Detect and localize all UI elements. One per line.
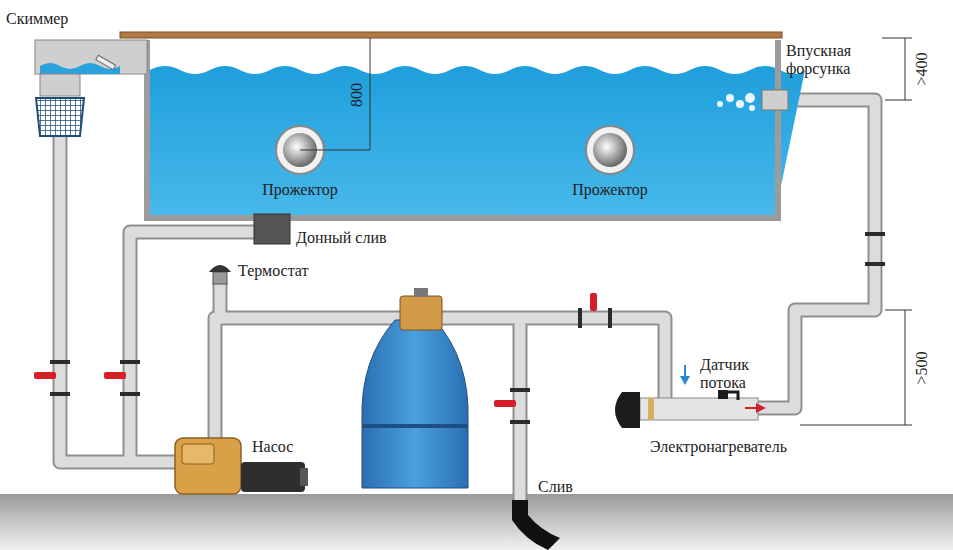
union <box>865 262 885 266</box>
skimmer <box>35 40 147 136</box>
part-label: Скиммер <box>6 10 68 28</box>
union <box>510 388 530 392</box>
water <box>150 66 805 215</box>
ground <box>0 494 953 550</box>
filter-tank <box>362 320 468 488</box>
valve-handle <box>494 400 516 407</box>
part-label: 800 <box>348 83 366 107</box>
heater-body <box>640 398 758 420</box>
deck <box>120 32 782 38</box>
union <box>510 420 530 424</box>
valve-handle <box>34 372 56 379</box>
bubble <box>736 100 744 108</box>
union <box>120 360 140 364</box>
pump-lid <box>182 444 214 464</box>
part-label: >400 <box>913 52 931 85</box>
skimmer-body <box>35 40 147 74</box>
skimmer-flap <box>96 55 116 69</box>
pool <box>120 32 805 218</box>
dimension-line <box>905 310 906 425</box>
thermostat <box>209 265 231 284</box>
extension-line <box>885 100 912 101</box>
flow-sensor-cable <box>728 392 738 400</box>
dimension-500 <box>800 310 912 425</box>
dimension-400 <box>882 38 912 100</box>
part-label: Прожектор <box>262 181 337 199</box>
pump-motor <box>241 462 305 492</box>
heater-cap <box>615 392 640 428</box>
light-lens <box>593 133 627 167</box>
filter-seam <box>362 424 468 428</box>
nozzle-body <box>762 90 788 110</box>
pump-body <box>175 438 241 494</box>
part-label: Насос <box>252 438 293 456</box>
thermostat-head <box>209 265 231 272</box>
motor-cap <box>300 468 308 486</box>
part-label: Датчик потока <box>700 356 772 393</box>
pool-wall <box>147 40 778 218</box>
dimension-line <box>905 38 906 100</box>
heat-arrow-head <box>756 403 766 413</box>
valves <box>34 293 597 407</box>
multiport-valve <box>400 296 442 330</box>
union <box>50 392 70 396</box>
part-label: >500 <box>913 351 931 384</box>
part-label: Прожектор <box>572 181 647 199</box>
union <box>50 360 70 364</box>
bubble <box>726 94 734 102</box>
bubble <box>717 101 723 107</box>
heater-band <box>648 398 654 420</box>
part-label: Электронагреватель <box>650 438 787 456</box>
dimension-800 <box>300 38 370 150</box>
part-label: Донный слив <box>296 229 387 247</box>
dimension-line <box>370 38 371 150</box>
inlet-nozzle <box>717 90 788 111</box>
extension-line <box>882 38 912 39</box>
bottom-drain <box>254 214 290 244</box>
bubble <box>745 93 755 103</box>
valve-handle <box>590 293 597 311</box>
bubble <box>749 105 755 111</box>
drain-outlet <box>512 500 560 550</box>
extension-line <box>800 425 912 426</box>
part-label: Слив <box>538 478 573 496</box>
flow-arrow-head <box>680 376 690 385</box>
leader-line <box>300 150 370 151</box>
valve-handle <box>104 372 126 379</box>
valve-knob <box>414 288 428 297</box>
union <box>865 232 885 236</box>
union <box>120 392 140 396</box>
extension-line <box>885 310 912 311</box>
skimmer-basket <box>36 98 84 136</box>
part-label: Впускная форсунка <box>786 42 886 79</box>
union <box>578 308 582 328</box>
pump <box>175 438 308 494</box>
skimmer-well <box>40 74 80 96</box>
light-rim <box>586 126 634 174</box>
lights <box>276 126 634 174</box>
union <box>608 308 612 328</box>
sand-filter <box>362 288 468 488</box>
part-label: Термостат <box>238 262 309 280</box>
thermostat-body <box>213 272 227 284</box>
